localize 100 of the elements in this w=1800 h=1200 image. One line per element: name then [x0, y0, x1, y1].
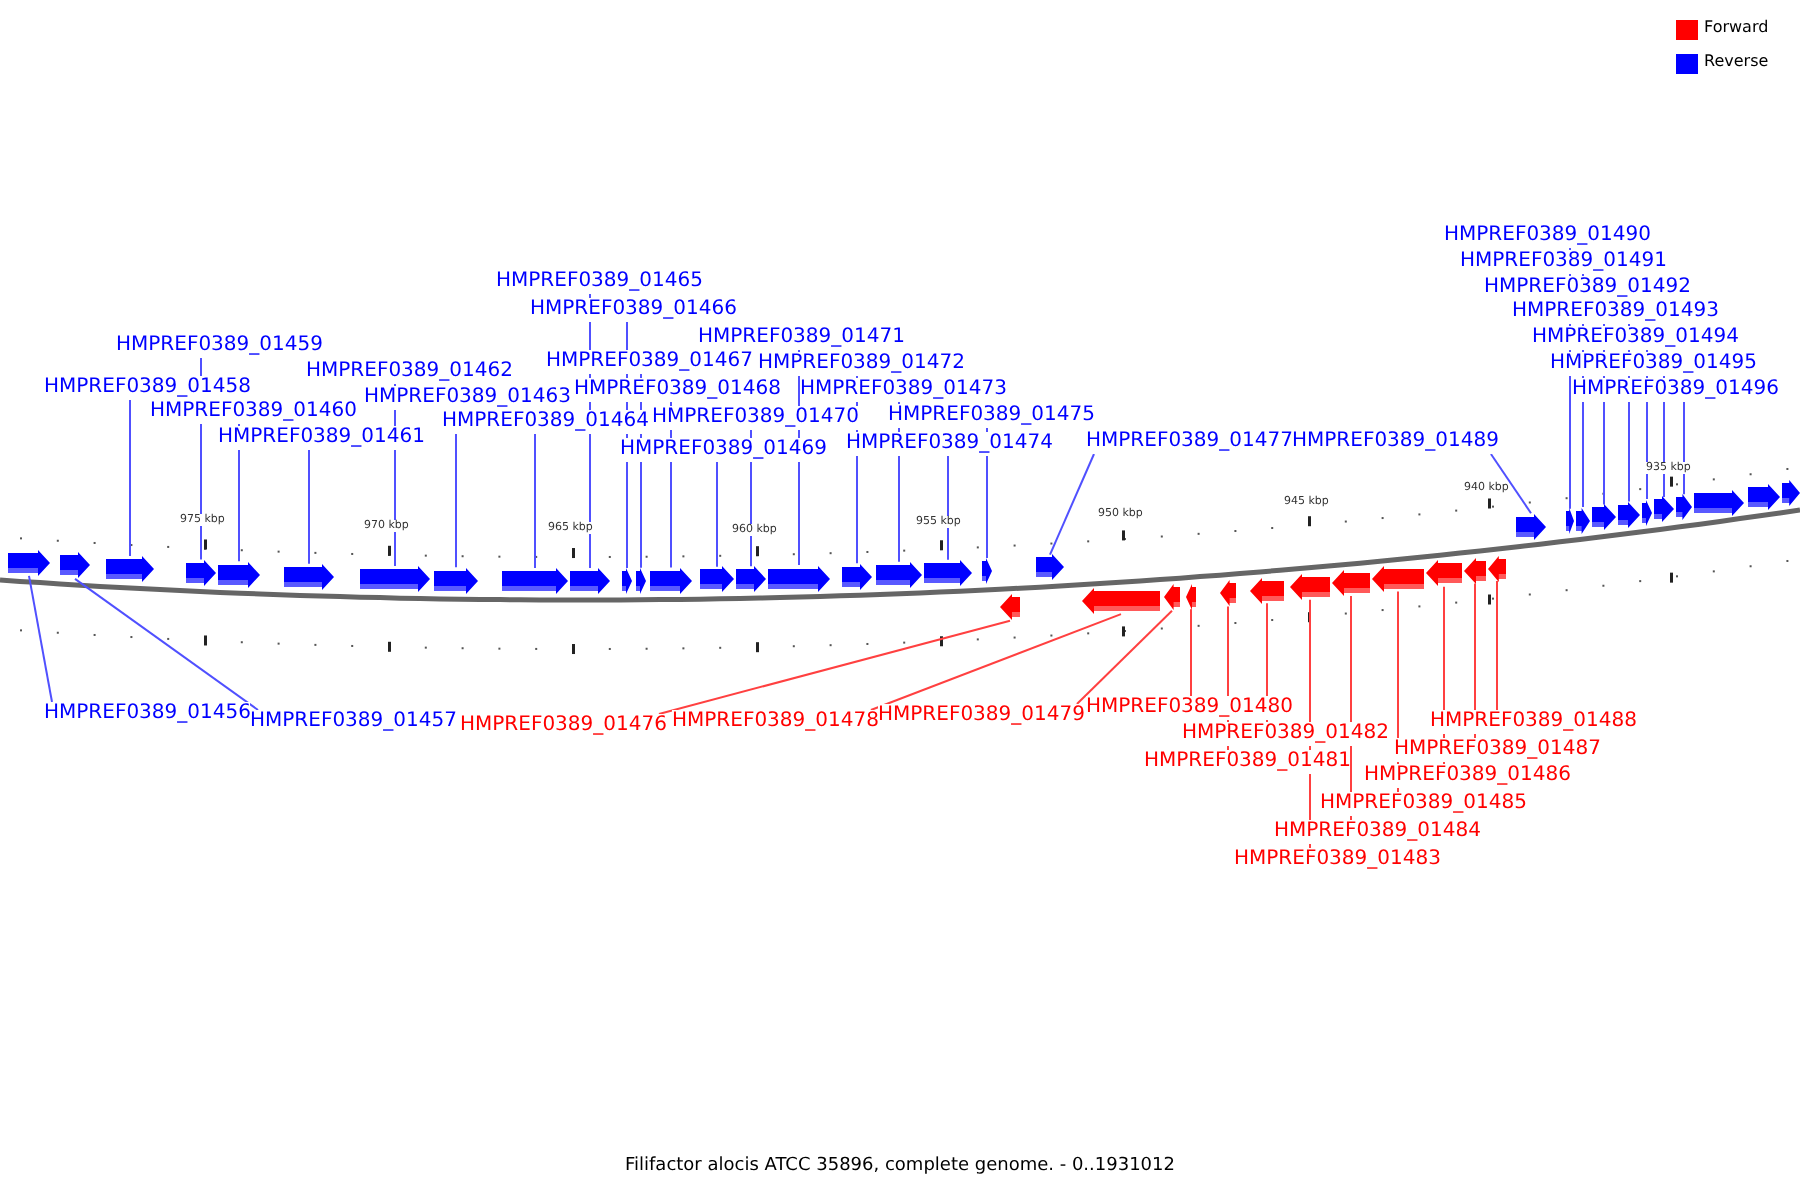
- gene-label: HMPREF0389_01462: [306, 360, 513, 384]
- leader-line: [1489, 453, 1532, 515]
- gene-label: HMPREF0389_01468: [574, 378, 781, 402]
- gene-label: HMPREF0389_01464: [442, 410, 649, 434]
- gene-feature: [186, 559, 216, 586]
- gene-feature: [1654, 496, 1674, 523]
- leader-line: [1049, 453, 1095, 556]
- gene-feature: [60, 552, 90, 579]
- gene-label: HMPREF0389_01463: [364, 386, 571, 410]
- gene-label: HMPREF0389_01480: [1086, 696, 1293, 720]
- gene-feature: [1164, 584, 1180, 611]
- gene-feature: [1036, 554, 1064, 581]
- gene-feature: [1566, 508, 1574, 535]
- gene-label: HMPREF0389_01459: [116, 334, 323, 358]
- leader-line: [74, 577, 259, 711]
- gene-label: HMPREF0389_01491: [1460, 250, 1667, 274]
- gene-feature: [1332, 569, 1370, 596]
- gene-label: HMPREF0389_01496: [1572, 378, 1779, 402]
- gene-feature: [1464, 557, 1486, 584]
- gene-label: HMPREF0389_01456: [44, 702, 251, 726]
- gene-feature: [434, 567, 478, 594]
- gene-label: HMPREF0389_01465: [496, 270, 703, 294]
- leader-line: [1496, 580, 1498, 711]
- gene-label: HMPREF0389_01482: [1182, 722, 1389, 746]
- gene-feature: [106, 556, 154, 582]
- legend-label: Forward: [1704, 18, 1769, 36]
- gene-feature: [1186, 583, 1196, 610]
- legend-label: Reverse: [1704, 52, 1769, 70]
- gene-feature: [1082, 588, 1160, 615]
- gene-feature: [8, 549, 50, 576]
- gene-label: HMPREF0389_01477: [1086, 430, 1293, 454]
- leader-line: [129, 399, 131, 557]
- gene-label: HMPREF0389_01481: [1144, 750, 1351, 774]
- gene-label: HMPREF0389_01493: [1512, 300, 1719, 324]
- gene-feature: [1592, 504, 1616, 531]
- gene-feature: [1220, 580, 1236, 607]
- gene-label: HMPREF0389_01495: [1550, 352, 1757, 376]
- gene-feature: [1694, 489, 1744, 516]
- gene-feature: [700, 566, 734, 593]
- gene-label: HMPREF0389_01486: [1364, 764, 1571, 788]
- gene-feature: [1782, 479, 1800, 506]
- leader-line: [534, 433, 536, 569]
- gene-label: HMPREF0389_01494: [1532, 326, 1739, 350]
- gene-label: HMPREF0389_01460: [150, 400, 357, 424]
- gene-feature: [218, 561, 260, 588]
- gene-label: HMPREF0389_01472: [758, 352, 965, 376]
- gene-feature: [570, 568, 610, 594]
- leader-line: [869, 613, 1122, 711]
- gene-feature: [1426, 560, 1462, 587]
- gene-feature: [636, 567, 646, 594]
- leader-line: [28, 574, 53, 703]
- gene-label: HMPREF0389_01475: [888, 404, 1095, 428]
- gene-label: HMPREF0389_01489: [1292, 430, 1499, 454]
- gene-label: HMPREF0389_01478: [672, 710, 879, 734]
- leader-line: [1075, 609, 1173, 705]
- gene-feature: [1516, 513, 1546, 540]
- gene-feature: [924, 559, 972, 586]
- gene-label: HMPREF0389_01467: [546, 350, 753, 374]
- leader-line: [657, 619, 1011, 715]
- gene-label: HMPREF0389_01483: [1234, 848, 1441, 872]
- gene-label: HMPREF0389_01485: [1320, 792, 1527, 816]
- gene-feature: [842, 563, 872, 590]
- leader-line: [1683, 401, 1685, 496]
- gene-feature: [1642, 499, 1652, 526]
- leader-line: [947, 455, 949, 561]
- gene-feature: [1488, 555, 1506, 582]
- gene-feature: [982, 557, 992, 584]
- gene-label: HMPREF0389_01457: [250, 710, 457, 734]
- gene-feature: [622, 567, 632, 594]
- gene-feature: [1576, 507, 1590, 534]
- gene-feature: [1250, 577, 1284, 604]
- gene-label: HMPREF0389_01488: [1430, 710, 1637, 734]
- gene-label: HMPREF0389_01474: [846, 432, 1053, 456]
- leader-line: [1190, 608, 1192, 697]
- gene-label: HMPREF0389_01473: [800, 378, 1007, 402]
- gene-label: HMPREF0389_01471: [698, 326, 905, 350]
- caption: Filifactor alocis ATCC 35896, complete genome. - 0..1931012: [622, 1156, 1177, 1176]
- gene-feature: [736, 566, 766, 593]
- gene-feature: [1618, 501, 1640, 528]
- gene-feature: [1748, 483, 1780, 510]
- leader-line: [716, 461, 718, 568]
- gene-label: HMPREF0389_01490: [1444, 224, 1651, 248]
- gene-feature: [284, 563, 334, 590]
- gene-feature: [876, 561, 922, 588]
- gene-label: HMPREF0389_01492: [1484, 276, 1691, 300]
- gene-feature: [502, 567, 568, 594]
- gene-feature: [1676, 494, 1692, 521]
- gene-label: HMPREF0389_01484: [1274, 820, 1481, 844]
- gene-label: HMPREF0389_01461: [218, 426, 425, 450]
- gene-label: HMPREF0389_01476: [460, 714, 667, 738]
- gene-feature: [360, 566, 430, 593]
- gene-label: HMPREF0389_01469: [620, 438, 827, 462]
- gene-label: HMPREF0389_01479: [878, 704, 1085, 728]
- gene-label: HMPREF0389_01487: [1394, 738, 1601, 762]
- leader-line: [308, 449, 310, 565]
- gene-label: HMPREF0389_01470: [652, 406, 859, 430]
- gene-feature: [768, 565, 830, 592]
- gene-label: HMPREF0389_01458: [44, 376, 251, 400]
- gene-feature: [1372, 565, 1424, 592]
- gene-label: HMPREF0389_01466: [530, 298, 737, 322]
